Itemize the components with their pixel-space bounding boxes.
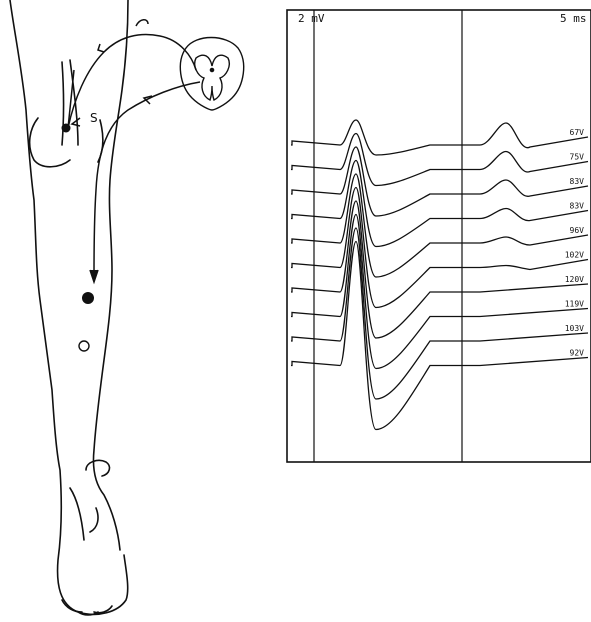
trace-stimulus-label: 67V bbox=[570, 128, 585, 137]
trace-stimulus-label: 75V bbox=[570, 153, 585, 162]
trace-stimulus-label: 119V bbox=[565, 300, 584, 309]
emg-trace bbox=[291, 120, 588, 155]
sciatic-line bbox=[68, 70, 74, 128]
afferent-path bbox=[68, 35, 196, 128]
emg-trace bbox=[291, 201, 588, 338]
emg-trace bbox=[291, 242, 588, 430]
foot-line bbox=[90, 508, 98, 532]
recording-electrode-active bbox=[82, 292, 94, 304]
emg-trace bbox=[291, 147, 588, 216]
heel-line bbox=[70, 488, 84, 540]
spinal-cord-section bbox=[180, 38, 243, 111]
trace-stimulus-label: 83V bbox=[570, 202, 585, 211]
emg-trace bbox=[291, 134, 588, 186]
stimulation-electrode bbox=[62, 124, 71, 133]
emg-trace bbox=[291, 228, 588, 399]
recording-electrode-reference bbox=[79, 341, 89, 351]
trace-stimulus-label: 92V bbox=[570, 349, 585, 358]
emg-trace bbox=[291, 161, 588, 247]
gain-label: 2 mV bbox=[298, 12, 325, 25]
sweep-label: 5 ms bbox=[560, 12, 587, 25]
recording-frame bbox=[287, 10, 591, 462]
thigh-inner-2 bbox=[62, 62, 64, 145]
trace-stimulus-label: 96V bbox=[570, 226, 585, 235]
trace-stimulus-label: 102V bbox=[565, 251, 584, 260]
stimulation-site-label: S bbox=[90, 111, 98, 125]
leg-diagram bbox=[10, 0, 128, 615]
trace-group bbox=[291, 120, 588, 430]
leg-outline-right bbox=[93, 0, 128, 550]
trace-stimulus-label: 120V bbox=[565, 275, 584, 284]
trace-stimulus-label: 83V bbox=[570, 177, 585, 186]
arrow-down bbox=[90, 270, 98, 282]
recording-panel: 2 mV 5 ms 67V 75V 83V 83V 96V 102V 120V 119V 103… bbox=[287, 10, 591, 462]
ankle-bone bbox=[86, 460, 109, 476]
emg-trace bbox=[291, 188, 588, 308]
trace-stimulus-label: 103V bbox=[565, 324, 584, 333]
arrow-up bbox=[98, 44, 104, 52]
reflex-pathway bbox=[68, 20, 200, 282]
emg-trace bbox=[291, 174, 588, 277]
